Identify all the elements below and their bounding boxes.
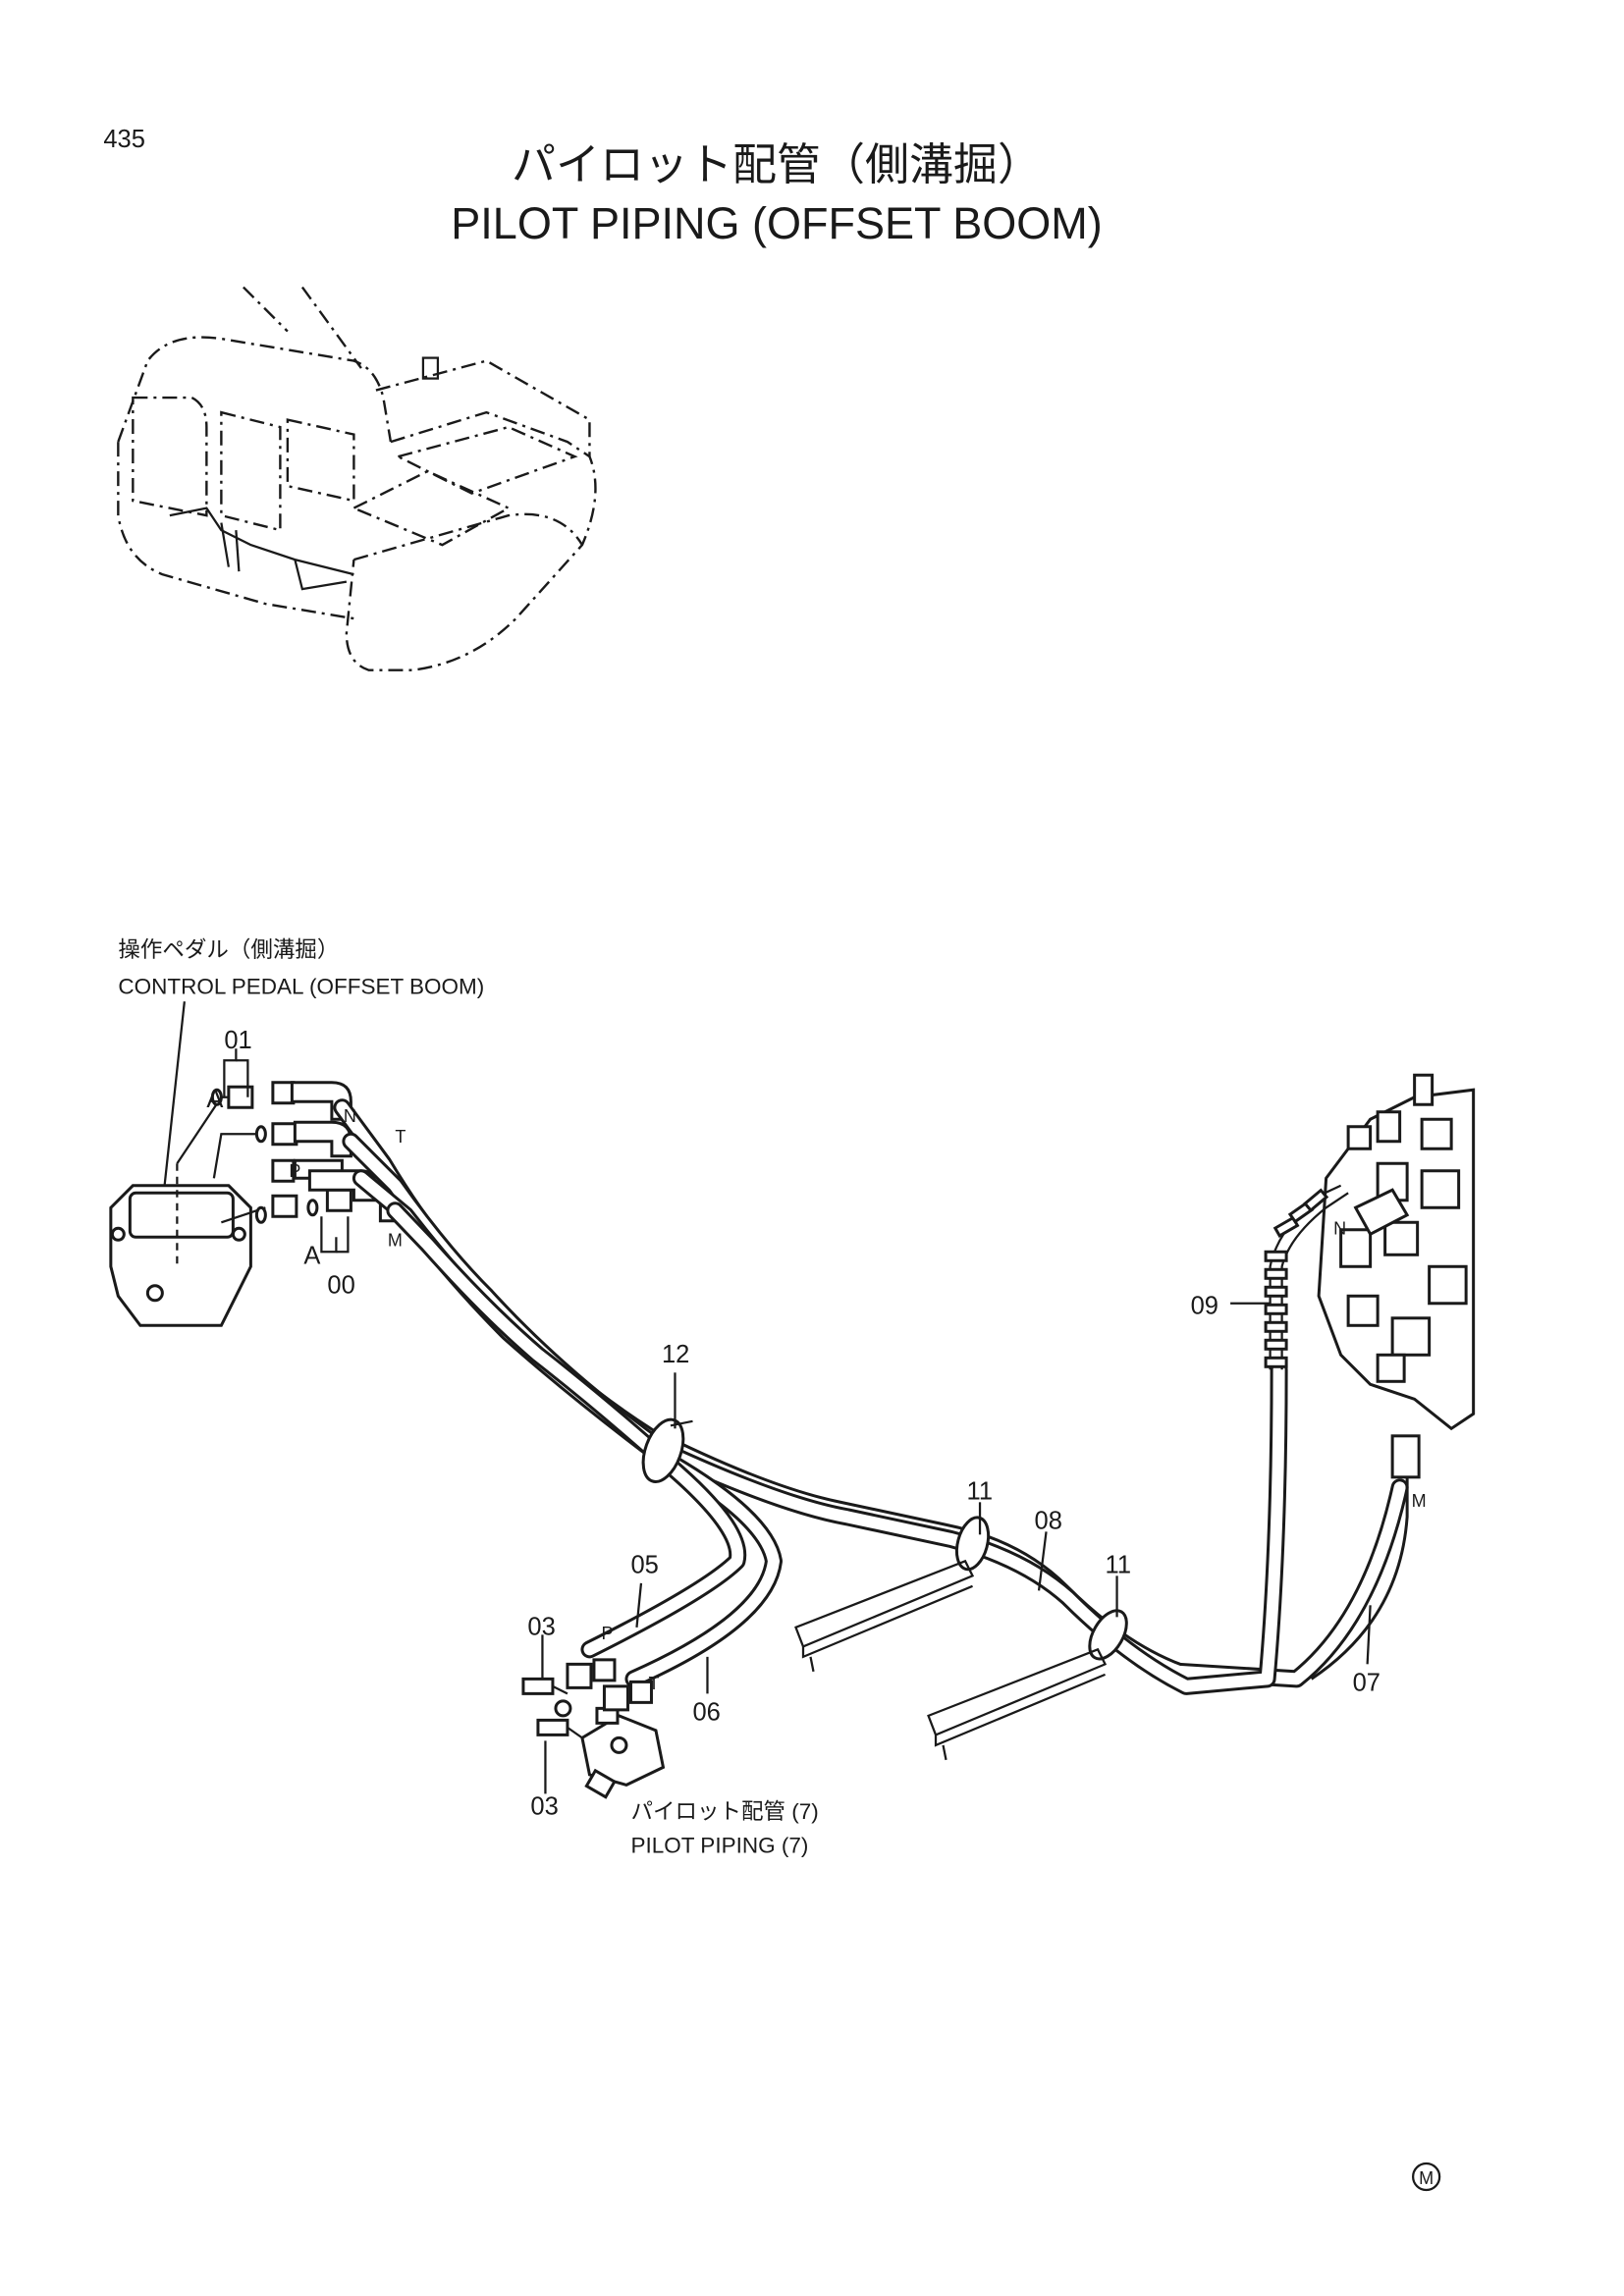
callout-11-left: 11 [967,1477,993,1505]
port-n-right: N [1333,1218,1346,1238]
hose-07-segment [1310,1476,1409,1681]
port-t-left: T [395,1127,406,1147]
callout-09: 09 [1191,1292,1218,1319]
callout-05: 05 [630,1551,658,1578]
pilot-hose-bundle [333,1098,1409,1695]
callout-03-top: 03 [527,1613,555,1640]
pilot-piping-label-en: PILOT PIPING (7) [630,1833,808,1857]
callouts: 01 00 12 11 08 11 09 07 05 06 03 03 [224,1027,1380,1820]
port-t-bottom: T [648,1674,659,1693]
port-p-left: P [289,1161,300,1181]
callout-06: 06 [692,1698,720,1726]
page-number: 435 [103,126,145,153]
callout-leaders [223,1048,1372,1794]
title-japanese: パイロット配管（側溝掘） [512,139,1042,189]
port-a-top: A [206,1086,223,1113]
machine-overview-sketch [117,286,597,671]
port-p-bottom: P [601,1624,613,1643]
control-pedal-label-en: CONTROL PEDAL (OFFSET BOOM) [118,975,484,999]
callout-01: 01 [224,1027,251,1054]
port-m-left: M [388,1230,403,1250]
pedal-fittings [176,1081,403,1224]
callout-03-bottom: 03 [530,1792,558,1820]
control-pedal-label-ja: 操作ペダル（側溝掘） [118,937,339,962]
corner-mark-letter: M [1419,2168,1434,2188]
spiral-guard [1264,1184,1349,1370]
callout-12: 12 [662,1341,689,1368]
control-pedal-valve [109,1163,252,1327]
callout-11-right: 11 [1106,1551,1131,1578]
title-english: PILOT PIPING (OFFSET BOOM) [451,198,1102,248]
port-m-right: M [1412,1491,1427,1511]
callout-00: 00 [327,1271,354,1299]
floor-rails [794,1559,1108,1761]
callout-07: 07 [1353,1669,1380,1696]
port-n-left: N [344,1106,356,1126]
pilot-piping-label-ja: パイロット配管 (7) [630,1799,818,1824]
port-a-bottom: A [303,1242,320,1269]
port-letters: A A N T P M P T N M [206,1086,1426,1693]
control-valve-block [1317,1073,1476,1479]
corner-mark: M [1412,2162,1441,2192]
hose-clamps [641,1417,1128,1661]
pilot-valve-7 [521,1658,666,1799]
callout-08: 08 [1035,1507,1062,1534]
